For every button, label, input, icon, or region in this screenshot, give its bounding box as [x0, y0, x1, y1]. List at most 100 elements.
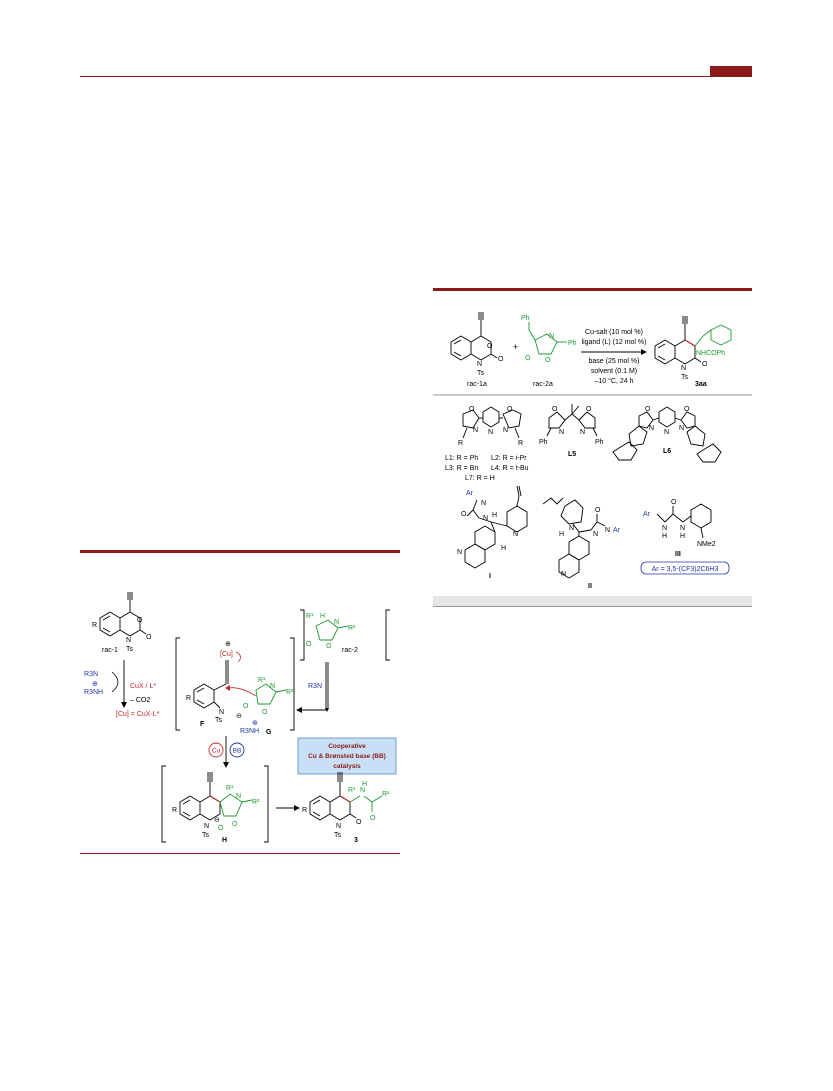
legend-l4: L4: R = t-Bu [491, 465, 529, 472]
svg-text:O: O [645, 406, 651, 413]
ligand-name-l5: L5 [568, 451, 576, 458]
reactant-rac-2 [315, 619, 349, 641]
base-i-ar: Ar [466, 490, 474, 497]
svg-text:N: N [681, 365, 686, 372]
svg-text:N: N [334, 619, 339, 626]
svg-text:O: O [507, 406, 513, 413]
base-name-i: I [489, 573, 491, 580]
badge-cu: Cu [212, 748, 221, 755]
product-3aa [654, 316, 702, 365]
callout-line-3: catalysis [333, 763, 361, 770]
label-3aa: 3aa [695, 381, 707, 388]
svg-text:N: N [126, 637, 131, 644]
svg-text:R²: R² [286, 689, 294, 696]
ar-definition-box [640, 561, 730, 575]
product-3 [309, 772, 357, 821]
scheme-bottom-rule [80, 853, 400, 854]
table-top-rule [433, 288, 752, 291]
svg-text:O: O [498, 356, 504, 363]
ligand-l6 [612, 406, 722, 463]
svg-text:O: O [586, 406, 592, 413]
svg-text:N: N [664, 429, 669, 436]
intermediate-h [179, 772, 221, 821]
svg-text:⊕: ⊕ [252, 720, 258, 727]
page-number-tab [710, 66, 752, 77]
scheme-top-rule [80, 550, 400, 553]
ligand-l5 [546, 404, 598, 437]
base-i [464, 485, 528, 569]
base-name-iii: III [675, 551, 681, 558]
label-rac-2: rac-2 [342, 647, 358, 654]
svg-text:Ph: Ph [539, 439, 548, 446]
svg-text:Ts: Ts [215, 717, 223, 724]
svg-text:R¹: R¹ [226, 785, 234, 792]
svg-text:N: N [513, 531, 518, 538]
svg-text:H: H [559, 531, 564, 538]
svg-text:N: N [680, 525, 685, 532]
svg-text:H: H [320, 613, 325, 620]
legend-l7: L7: R = H [465, 475, 495, 482]
callout-line-2: Cu & Brønsted base (BB) [308, 753, 386, 760]
badge-bb: BB [233, 748, 242, 755]
svg-text:N: N [360, 787, 365, 794]
base-ii [542, 497, 606, 579]
svg-text:Ts: Ts [334, 832, 342, 839]
condition-temperature: –10 °C, 24 h [595, 377, 634, 385]
svg-text:N: N [336, 823, 341, 830]
ion-pair-base: R3NH [240, 728, 259, 735]
substrate-rac-2a [528, 322, 567, 355]
reagent-cu-definition: [Cu] = CuX-L* [116, 711, 160, 718]
svg-text:R: R [302, 807, 307, 814]
svg-text:N: N [483, 515, 488, 522]
svg-text:Ts: Ts [681, 374, 689, 381]
svg-text:O: O [469, 406, 475, 413]
legend-l2: L2: R = i-Pr [491, 455, 527, 462]
base-iii-nme2: NMe2 [697, 541, 716, 548]
svg-text:O: O [232, 821, 238, 828]
svg-text:O: O [262, 709, 268, 716]
svg-text:N: N [662, 525, 667, 532]
svg-text:N: N [473, 427, 478, 434]
callout-box [297, 737, 397, 775]
svg-text:O: O [684, 406, 690, 413]
svg-text:R²: R² [382, 791, 390, 798]
label-rac-2a: rac-2a [533, 381, 553, 388]
base-r3n-right: R3N [308, 683, 322, 690]
svg-text:H: H [362, 781, 367, 788]
svg-text:O: O [137, 617, 143, 624]
mechanism-scheme-panel: R O O N Ts rac-1 R3N ⊕ R3NH CuX / L* – C… [80, 590, 400, 850]
svg-text:R: R [172, 807, 177, 814]
svg-text:R: R [186, 695, 191, 702]
svg-text:N: N [481, 500, 486, 507]
svg-text:N: N [457, 549, 462, 556]
svg-text:R¹: R¹ [258, 677, 266, 684]
table-header-rule [433, 606, 752, 607]
label-f: F [200, 721, 205, 728]
base-ii-ar: Ar [613, 527, 621, 534]
svg-text:N: N [569, 525, 574, 532]
svg-text:N: N [488, 429, 493, 436]
svg-text:R: R [518, 440, 523, 447]
svg-text:Ph: Ph [521, 315, 530, 322]
svg-text:⊖: ⊖ [214, 817, 220, 824]
svg-text:R¹: R¹ [306, 613, 314, 620]
label-h: H [222, 837, 227, 844]
svg-text:O: O [326, 643, 332, 650]
svg-text:R: R [458, 440, 463, 447]
svg-text:O: O [218, 825, 224, 832]
svg-text:N: N [580, 429, 585, 436]
svg-text:R²: R² [252, 799, 260, 806]
svg-text:N: N [649, 425, 654, 432]
svg-text:O: O [370, 815, 376, 822]
svg-text:Ph: Ph [568, 340, 577, 347]
base-name-ii: II [588, 583, 592, 590]
product-nhcoph: NHCOPh [696, 350, 725, 357]
svg-text:O: O [702, 361, 708, 368]
svg-text:H: H [492, 512, 497, 519]
reagent-co2-loss: – CO2 [130, 697, 150, 704]
reactant-rac-1 [99, 592, 147, 637]
svg-text:N: N [219, 709, 224, 716]
svg-text:O: O [243, 703, 249, 710]
substrate-rac-1a [450, 312, 498, 361]
svg-text:⊕: ⊕ [92, 681, 98, 688]
